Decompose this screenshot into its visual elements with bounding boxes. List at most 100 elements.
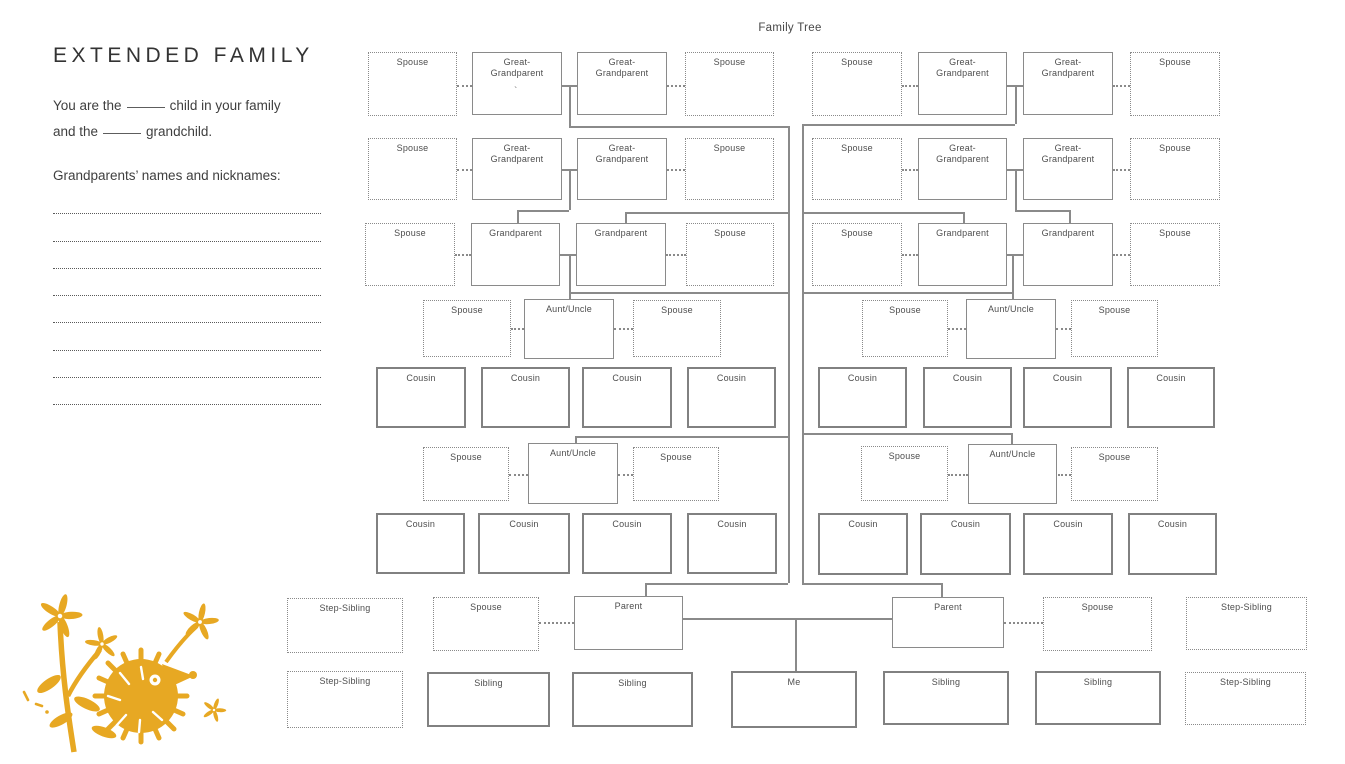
- box-aunt-uncle: Aunt/Uncle: [966, 299, 1056, 359]
- box-grandparent: Grandparent: [471, 223, 560, 286]
- connector-line: [963, 212, 965, 223]
- write-line: [53, 351, 321, 379]
- connector-line: [1056, 328, 1071, 330]
- connector-line: [457, 169, 472, 171]
- connector-line: [575, 436, 577, 443]
- write-line: [53, 323, 321, 351]
- box-label: Spouse: [889, 305, 921, 315]
- box-spouse: Spouse: [368, 138, 457, 200]
- connector-line: [511, 328, 524, 330]
- connector-line: [802, 583, 941, 585]
- box-label: Cousin: [510, 373, 541, 383]
- box-cousin: Cousin: [1128, 513, 1217, 575]
- box-step-sibling: Step-Sibling: [1185, 672, 1306, 725]
- box-label: Cousin: [717, 519, 747, 529]
- box-cousin: Cousin: [818, 513, 908, 575]
- connector-line: [666, 254, 686, 256]
- box-spouse: Spouse: [365, 223, 455, 286]
- box-label: Great- Grandparent: [1041, 143, 1095, 165]
- connector-line: [560, 254, 576, 256]
- connector-line: [802, 292, 1012, 294]
- connector-line: [667, 169, 685, 171]
- write-line: [53, 269, 321, 297]
- connector-line: [1113, 85, 1130, 87]
- box-label: Step-Sibling: [1220, 677, 1271, 687]
- box-cousin: Cousin: [818, 367, 907, 428]
- box-aunt-uncle: Aunt/Uncle: [528, 443, 618, 504]
- box-great-grandparent: Great- Grandparent: [918, 52, 1007, 115]
- hedgehog-illustration: [22, 588, 230, 753]
- box-spouse: Spouse: [1071, 447, 1158, 501]
- box-label: Aunt/Uncle: [545, 304, 593, 314]
- box-spouse: Spouse: [433, 597, 539, 651]
- box-sibling: Sibling: [1035, 671, 1161, 725]
- connector-line: [645, 583, 647, 596]
- connector-line: [667, 85, 685, 87]
- box-spouse: Spouse: [685, 138, 774, 200]
- box-label: Grandparent: [1041, 228, 1095, 238]
- box-great-grandparent: Great- Grandparent: [1023, 52, 1113, 115]
- box-spouse: Spouse: [1130, 138, 1220, 200]
- connector-line: [1012, 254, 1014, 299]
- connector-line: [1015, 169, 1017, 210]
- box-spouse: Spouse: [686, 223, 774, 286]
- connector-line: [802, 212, 963, 214]
- box-cousin: Cousin: [478, 513, 570, 574]
- box-step-sibling: Step-Sibling: [1186, 597, 1307, 650]
- connector-line: [1113, 169, 1130, 171]
- box-grandparent: Grandparent: [1023, 223, 1113, 286]
- box-label: Spouse: [714, 228, 746, 238]
- write-line: [53, 296, 321, 324]
- box-label: Cousin: [716, 373, 747, 383]
- box-label: Aunt/Uncle: [549, 448, 597, 458]
- connector-line: [795, 618, 797, 671]
- box-label: Great- Grandparent: [490, 143, 544, 165]
- box-cousin: Cousin: [920, 513, 1011, 575]
- box-label: Cousin: [1156, 373, 1186, 383]
- box-cousin: Cousin: [1023, 367, 1112, 428]
- box-label: Grandparent: [489, 228, 542, 238]
- tree-title: Family Tree: [758, 22, 822, 34]
- box-cousin: Cousin: [582, 367, 672, 428]
- box-spouse: Spouse: [812, 138, 902, 200]
- connector-line: [1015, 85, 1017, 124]
- box-label: Spouse: [470, 602, 502, 612]
- box-spouse: Spouse: [1130, 223, 1220, 286]
- box-great-grandparent: Great- Grandparent: [472, 52, 562, 115]
- connector-line: [802, 433, 1011, 435]
- box-label: Cousin: [847, 373, 878, 383]
- connector-line: [569, 254, 571, 299]
- connector-line: [941, 583, 943, 597]
- box-parent: Parent: [892, 597, 1004, 648]
- write-line: [53, 214, 321, 242]
- sentence1-post: child in your family: [169, 98, 281, 113]
- box-label: Aunt/Uncle: [989, 449, 1036, 459]
- box-spouse: Spouse: [368, 52, 457, 116]
- box-great-grandparent: Great- Grandparent: [1023, 138, 1113, 200]
- box-cousin: Cousin: [923, 367, 1012, 428]
- box-label: Cousin: [950, 519, 981, 529]
- box-label: Cousin: [1157, 519, 1188, 529]
- box-cousin: Cousin: [687, 513, 777, 574]
- box-label: Sibling: [1083, 677, 1113, 687]
- box-label: Spouse: [660, 452, 692, 462]
- blank-grandchild-order: [103, 133, 142, 134]
- box-grandparent: Grandparent: [918, 223, 1007, 286]
- connector-line: [517, 210, 519, 223]
- box-label: Spouse: [394, 228, 426, 238]
- connector-line: [902, 254, 918, 256]
- box-aunt-uncle: Aunt/Uncle: [968, 444, 1057, 504]
- box-label: Step-Sibling: [319, 603, 371, 613]
- box-me: Me: [731, 671, 857, 728]
- box-spouse: Spouse: [812, 52, 902, 116]
- connector-line: [625, 212, 627, 223]
- box-label: Aunt/Uncle: [987, 304, 1035, 314]
- connector-line: [788, 126, 790, 583]
- connector-line: [1007, 254, 1023, 256]
- connector-line: [902, 85, 918, 87]
- box-label: Spouse: [713, 143, 746, 153]
